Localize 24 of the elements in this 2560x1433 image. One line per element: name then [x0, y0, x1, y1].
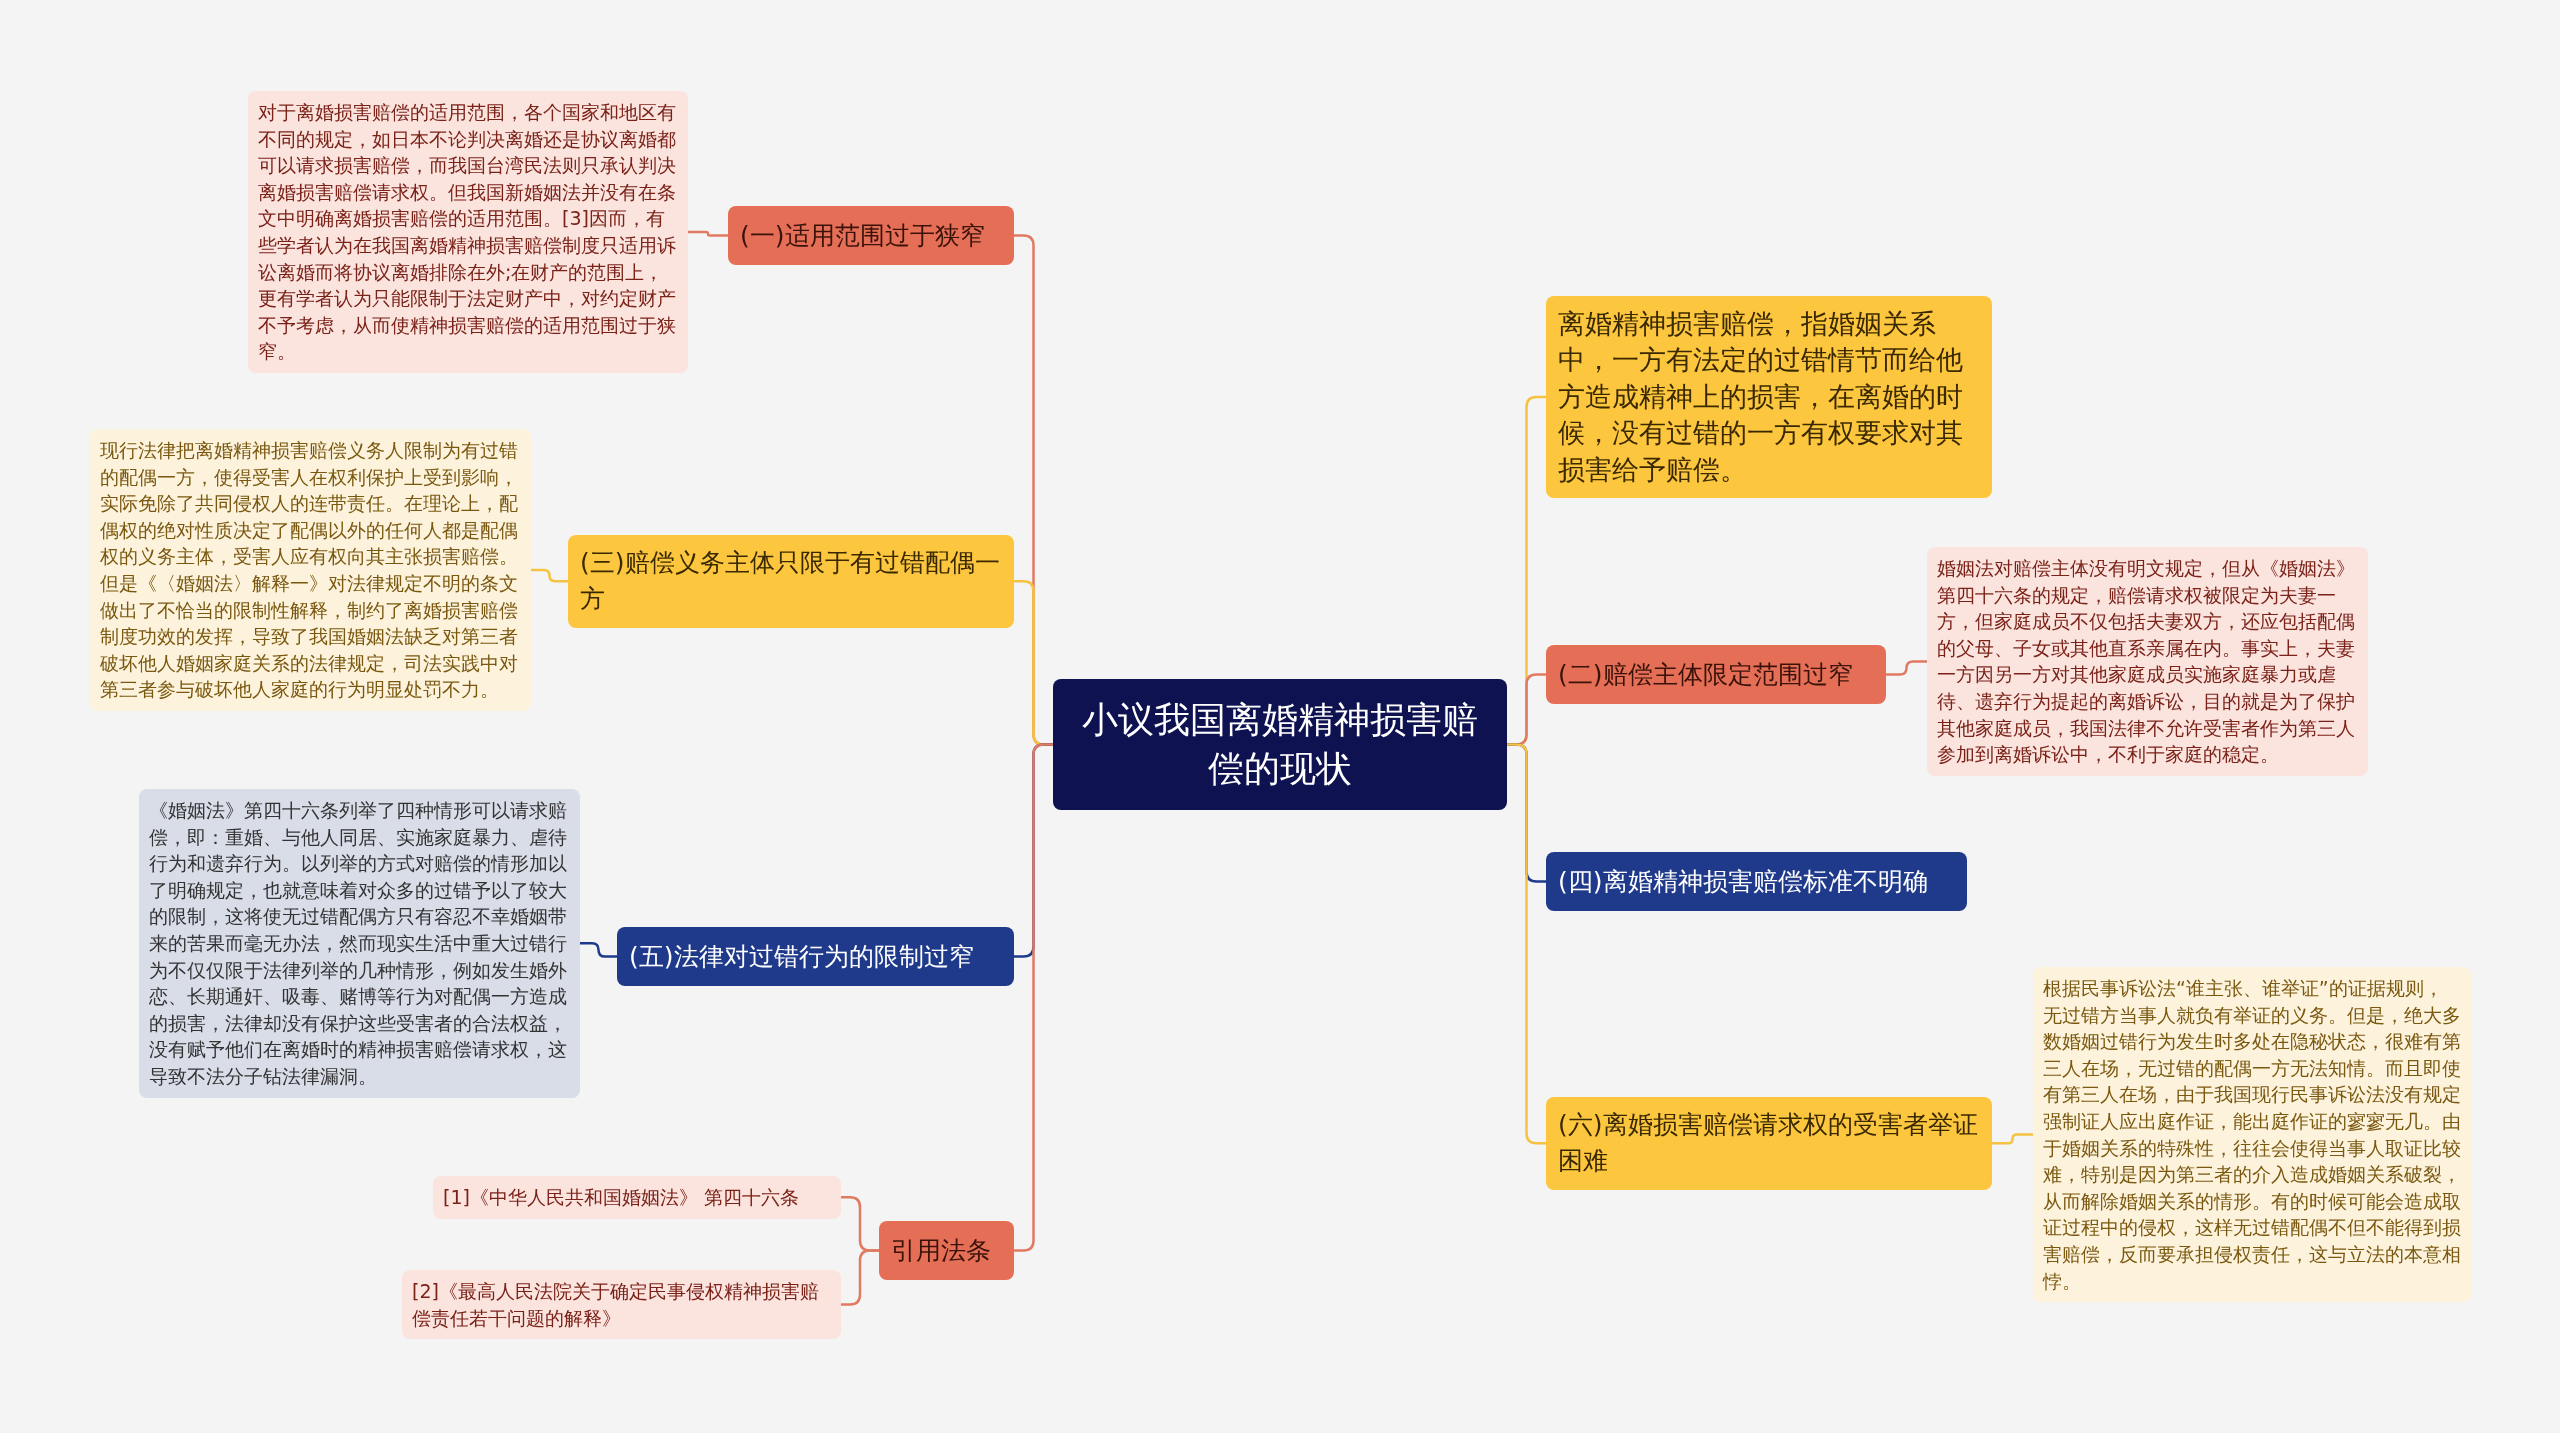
- connector-line: [1992, 1133, 2033, 1145]
- branch-box: 引用法条: [879, 1221, 1014, 1280]
- connector-line: [1014, 743, 1053, 1252]
- connector-line: [841, 1249, 879, 1306]
- branch-box: (六)离婚损害赔偿请求权的受害者举证困难: [1546, 1097, 1992, 1190]
- branch-box: (三)赔偿义务主体只限于有过错配偶一方: [568, 535, 1014, 628]
- reference-card: [1]《中华人民共和国婚姻法》 第四十六条: [433, 1176, 841, 1219]
- branch-box: 离婚精神损害赔偿，指婚姻关系中，一方有法定的过错情节而给他方造成精神上的损害，在离婚的时候，没有过错的一方有权要求对其损害给予赔偿。: [1546, 296, 1992, 499]
- connector-line: [1507, 743, 1546, 1145]
- reference-card: [2]《最高人民法院关于确定民事侵权精神损害赔偿责任若干问题的解释》: [402, 1270, 841, 1340]
- note-card: 婚姻法对赔偿主体没有明文规定，但从《婚姻法》第四十六条的规定，赔偿请求权被限定为夫妻一方，但家庭成员不仅包括夫妻双方，还应包括配偶的父母、子女或其他直系亲属在内。事实上，夫妻一方因另一方对其他家庭成员实施家庭暴力或虐待、遗弃行为提起的离婚诉讼，目的就是为了保护其他家庭成员，我国法律不允许受害者作为第三人参加到离婚诉讼中，不利于家庭的稳定。: [1927, 547, 2368, 776]
- branch-box: (二)赔偿主体限定范围过窄: [1546, 645, 1886, 704]
- connector-line: [580, 942, 617, 958]
- topic-box: 小议我国离婚精神损害赔偿的现状: [1053, 679, 1507, 810]
- branch-box: (五)法律对过错行为的限制过窄: [617, 927, 1014, 986]
- note-card: 《婚姻法》第四十六条列举了四种情形可以请求赔偿，即：重婚、与他人同居、实施家庭暴力、虐待行为和遗弃行为。以列举的方式对赔偿的情形加以了明确规定，也就意味着对众多的过错予以了较大的限制，这将使无过错配偶方只有容忍不幸婚姻带来的苦果而毫无办法，然而现实生活中重大过错行为不仅仅限于法律列举的几种情形，例如发生婚外恋、长期通奸、吸毒、赌博等行为对配偶一方造成的损害，法律却没有保护这些受害者的合法权益，没有赋予他们在离婚时的精神损害赔偿请求权，这导致不法分子钻法律漏洞。: [139, 789, 580, 1098]
- note-card: 根据民事诉讼法“谁主张、谁举证”的证据规则，无过错方当事人就负有举证的义务。但是，绝大多数婚姻过错行为发生时多处在隐秘状态，很难有第三人在场，无过错的配偶一方无法知情。而且即使有第三人在场，由于我国现行民事诉讼法没有规定强制证人应出庭作证，能出庭作证的寥寥无几。由于婚姻关系的特殊性，往往会使得当事人取证比较难，特别是因为第三者的介入造成婚姻关系破裂，从而解除婚姻关系的情形。有的时候可能会造成取证过程中的侵权，这样无过错配偶不但不能得到损害赔偿，反而要承担侵权责任，这与立法的本意相悖。: [2033, 967, 2471, 1303]
- connector-line: [531, 568, 568, 583]
- branch-box: (一)适用范围过于狭窄: [728, 206, 1014, 265]
- connector-line: [1886, 660, 1927, 676]
- note-card: 对于离婚损害赔偿的适用范围，各个国家和地区有不同的规定，如日本不论判决离婚还是协议离婚都可以请求损害赔偿，而我国台湾民法则只承认判决离婚损害赔偿请求权。但我国新婚姻法并没有在条文中明确离婚损害赔偿的适用范围。[3]因而，有些学者认为在我国离婚精神损害赔偿制度只适用诉讼离婚而将协议离婚排除在外;在财产的范围上，更有学者认为只能限制于法定财产中，对约定财产不予考虑，从而使精神损害赔偿的适用范围过于狭窄。: [248, 91, 688, 373]
- note-card: 现行法律把离婚精神损害赔偿义务人限制为有过错的配偶一方，使得受害人在权利保护上受到影响，实际免除了共同侵权人的连带责任。在理论上，配偶权的绝对性质决定了配偶以外的任何人都是配偶权的义务主体，受害人应有权向其主张损害赔偿。但是《〈婚姻法〉解释一》对法律规定不明的条文做出了不恰当的限制性解释，制约了离婚损害赔偿制度功效的发挥，导致了我国婚姻法缺乏对第三者破坏他人婚姻家庭关系的法律规定，司法实践中对第三者参与破坏他人家庭的行为明显处罚不力。: [90, 429, 531, 711]
- connector-line: [688, 230, 728, 237]
- branch-box: (四)离婚精神损害赔偿标准不明确: [1546, 852, 1967, 911]
